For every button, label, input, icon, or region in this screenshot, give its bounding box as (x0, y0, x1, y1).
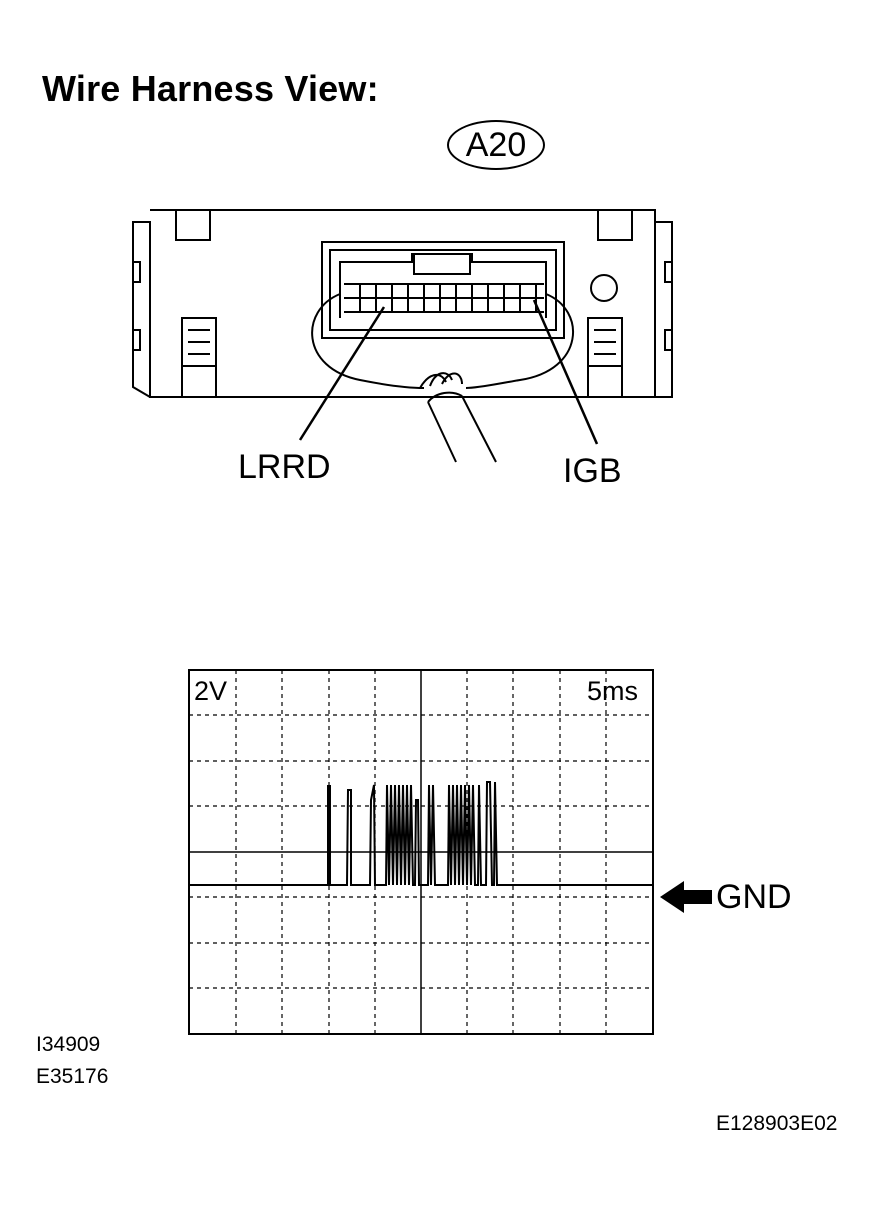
illustration-code-2: E35176 (36, 1065, 109, 1088)
connector-id-badge: A20 (447, 120, 545, 170)
ground-label: GND (716, 878, 792, 916)
time-division-label: 5ms (587, 676, 639, 706)
gnd-arrow-icon (660, 881, 712, 913)
pin-label-lrrd: LRRD (238, 448, 331, 486)
illustration-code-1: I34909 (36, 1033, 101, 1056)
pin-label-igb: IGB (563, 452, 622, 490)
illustration-code-3: E128903E02 (716, 1112, 838, 1135)
page-title: Wire Harness View: (42, 68, 379, 109)
voltage-division-label: 2V (194, 676, 228, 706)
